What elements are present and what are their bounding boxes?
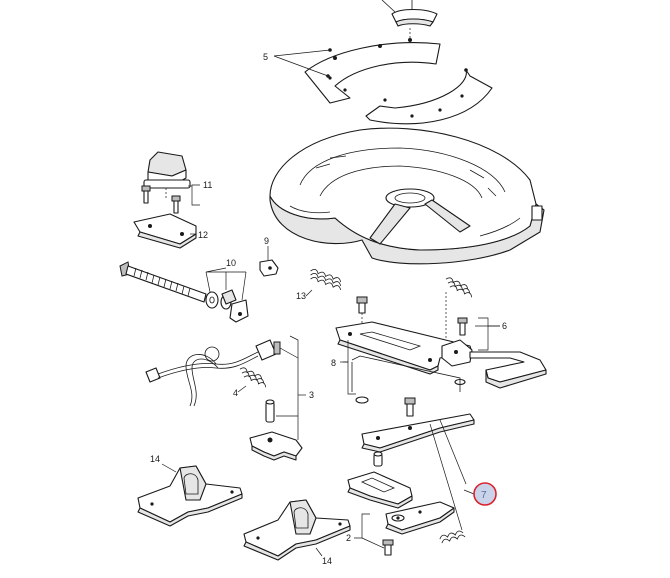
wear-plate-upper (304, 38, 441, 104)
callout-2: 2 (346, 533, 351, 543)
spring-lower (439, 530, 466, 544)
callout-5-leaders (273, 48, 332, 78)
callout-4: 4 (233, 388, 238, 398)
callout-2-leaders (354, 513, 385, 549)
callout-10: 10 (226, 258, 236, 268)
fifth-wheel-top-plate (269, 127, 545, 265)
callout-7-marker[interactable]: 7 (463, 482, 497, 506)
outline-box-center (351, 355, 461, 392)
lever-arm (361, 413, 475, 531)
pin-lower (373, 451, 383, 467)
air-cable (145, 339, 281, 407)
callout-8: 8 (331, 358, 336, 368)
slide-plate-8 (335, 321, 547, 389)
bracket-assembly-11 (141, 151, 191, 214)
callout-10-leaders (205, 267, 247, 301)
mounting-bracket-14-right (243, 499, 351, 561)
callout-8-leaders (340, 340, 356, 395)
long-bolt-10 (119, 261, 249, 323)
callout-7-highlight-ring[interactable] (473, 482, 497, 506)
callout-3-leaders (276, 335, 306, 440)
bolt-bottom (382, 539, 394, 556)
spring-13 (305, 268, 342, 297)
callout-11-leaders (188, 184, 200, 206)
callout-14-upper: 14 (150, 454, 160, 464)
bracket-base-12 (133, 213, 197, 249)
bolt-top-center (356, 296, 368, 326)
callout-11: 11 (203, 180, 212, 190)
spring-4 (237, 367, 267, 393)
callout-5: 5 (263, 52, 268, 62)
bolt-lower-center (355, 396, 416, 417)
spring-right (445, 277, 473, 340)
guide-bracket (347, 471, 413, 509)
locking-lever (385, 501, 455, 535)
callout-12: 12 (198, 230, 208, 240)
callout-9: 9 (264, 236, 269, 246)
callout-7[interactable]: 7 (481, 490, 487, 501)
callout-13: 13 (296, 291, 306, 301)
top-clip-part (381, 0, 438, 40)
callout-3: 3 (309, 390, 314, 400)
callout-6: 6 (502, 321, 507, 331)
pin-9 (259, 246, 279, 277)
pin-3 (265, 399, 275, 423)
callout-14-lower: 14 (322, 556, 332, 566)
wear-plate-lower (365, 68, 493, 125)
mounting-bracket-14-left (137, 463, 243, 527)
fork-3 (249, 431, 303, 461)
